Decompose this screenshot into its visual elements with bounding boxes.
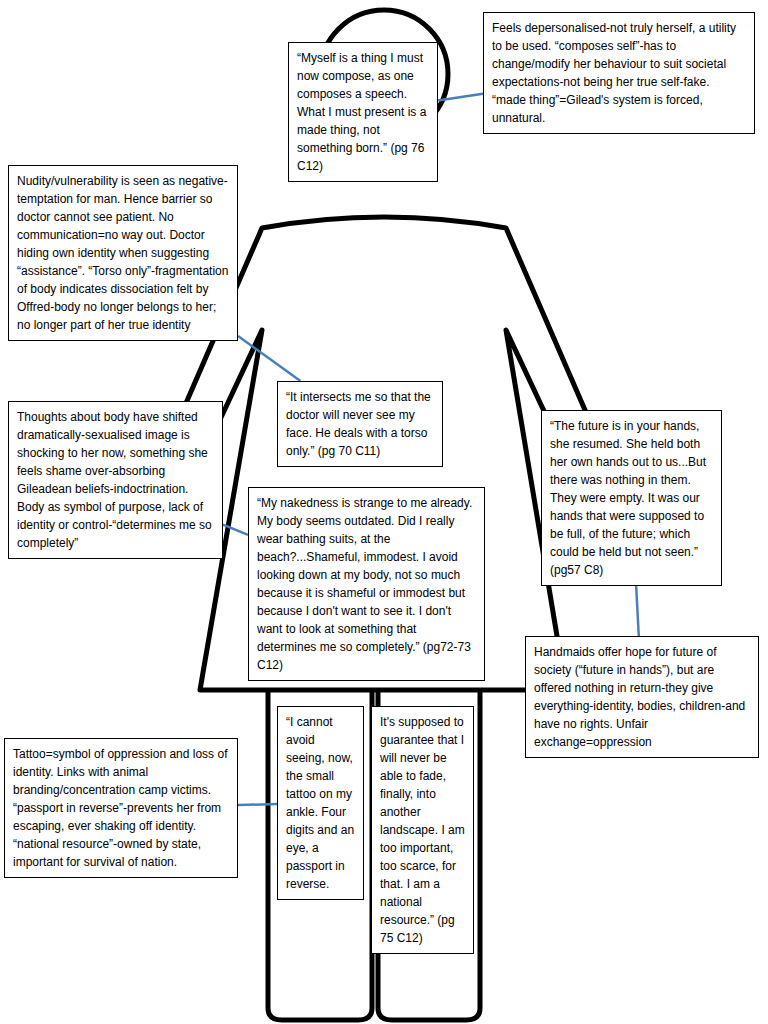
annotation-box: Handmaids offer hope for future of socie… [525, 636, 759, 758]
box-text: “Myself is a thing I must now compose, a… [297, 49, 429, 175]
leader-line [636, 586, 639, 636]
box-text: It's supposed to guarantee that I will n… [380, 713, 465, 947]
box-text: Thoughts about body have shifted dramati… [17, 408, 214, 552]
box-text: Handmaids offer hope for future of socie… [534, 643, 750, 751]
box-text: “It intersects me so that the doctor wil… [286, 388, 434, 460]
box-text: Nudity/vulnerability is seen as negative… [17, 172, 229, 334]
leader-line [438, 94, 483, 101]
quote-box: “My nakedness is strange to me already. … [248, 487, 485, 681]
box-text: Tattoo=symbol of oppression and loss of … [13, 745, 229, 871]
leader-line [238, 336, 300, 381]
box-text: “My nakedness is strange to me already. … [257, 494, 476, 674]
box-text: Feels depersonalised-not truly herself, … [492, 19, 746, 127]
box-text: “I cannot avoid seeing, now, the small t… [286, 713, 355, 893]
quote-box: “I cannot avoid seeing, now, the small t… [277, 706, 364, 900]
annotation-box: Thoughts about body have shifted dramati… [8, 401, 223, 559]
quote-box: “The future is in your hands, she resume… [541, 410, 722, 586]
annotation-box: Nudity/vulnerability is seen as negative… [8, 165, 238, 341]
quote-box: “Myself is a thing I must now compose, a… [288, 42, 438, 182]
annotation-box: Tattoo=symbol of oppression and loss of … [4, 738, 238, 878]
quote-box: “It intersects me so that the doctor wil… [277, 381, 443, 467]
leader-line [223, 525, 248, 535]
leader-line [238, 803, 277, 806]
annotation-box: Feels depersonalised-not truly herself, … [483, 12, 755, 134]
quote-box: It's supposed to guarantee that I will n… [371, 706, 474, 954]
box-text: “The future is in your hands, she resume… [550, 417, 713, 579]
left-leg [268, 690, 372, 1020]
